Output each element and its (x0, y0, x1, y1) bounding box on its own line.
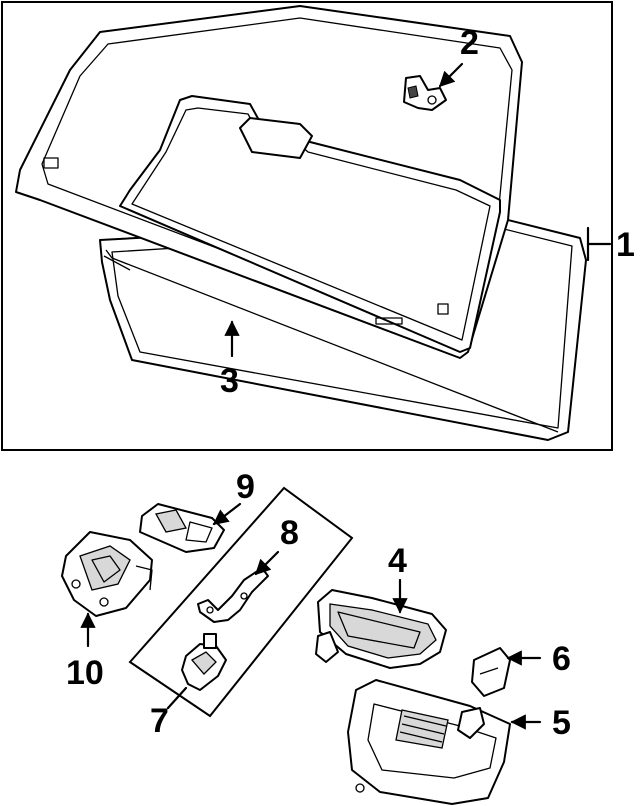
brake-lamp-part (315, 589, 447, 669)
glass-assembly-frame (1, 1, 613, 451)
latch-assembly-part (61, 531, 153, 617)
callout-2: 2 (460, 24, 479, 62)
lamp-housing-part (347, 679, 511, 805)
callout-3: 3 (220, 362, 239, 400)
small-cover-part (471, 647, 511, 697)
bracket-part (197, 567, 269, 623)
handle-switch-part (139, 503, 225, 553)
callout-8: 8 (280, 514, 299, 552)
tailgate-glass-frame (15, 5, 523, 359)
callout-5: 5 (552, 704, 571, 742)
callout-4: 4 (388, 542, 407, 580)
hinge-clip-part (403, 75, 447, 111)
glass-molding-seal (103, 249, 559, 433)
actuator-part (181, 633, 227, 691)
callout-6: 6 (552, 640, 571, 678)
callout-10: 10 (66, 654, 104, 692)
parts-7-8-frame (128, 486, 354, 718)
leader-lines (80, 62, 612, 730)
callout-7: 7 (150, 702, 169, 740)
callout-1: 1 (616, 226, 635, 264)
callout-9: 9 (236, 468, 255, 506)
